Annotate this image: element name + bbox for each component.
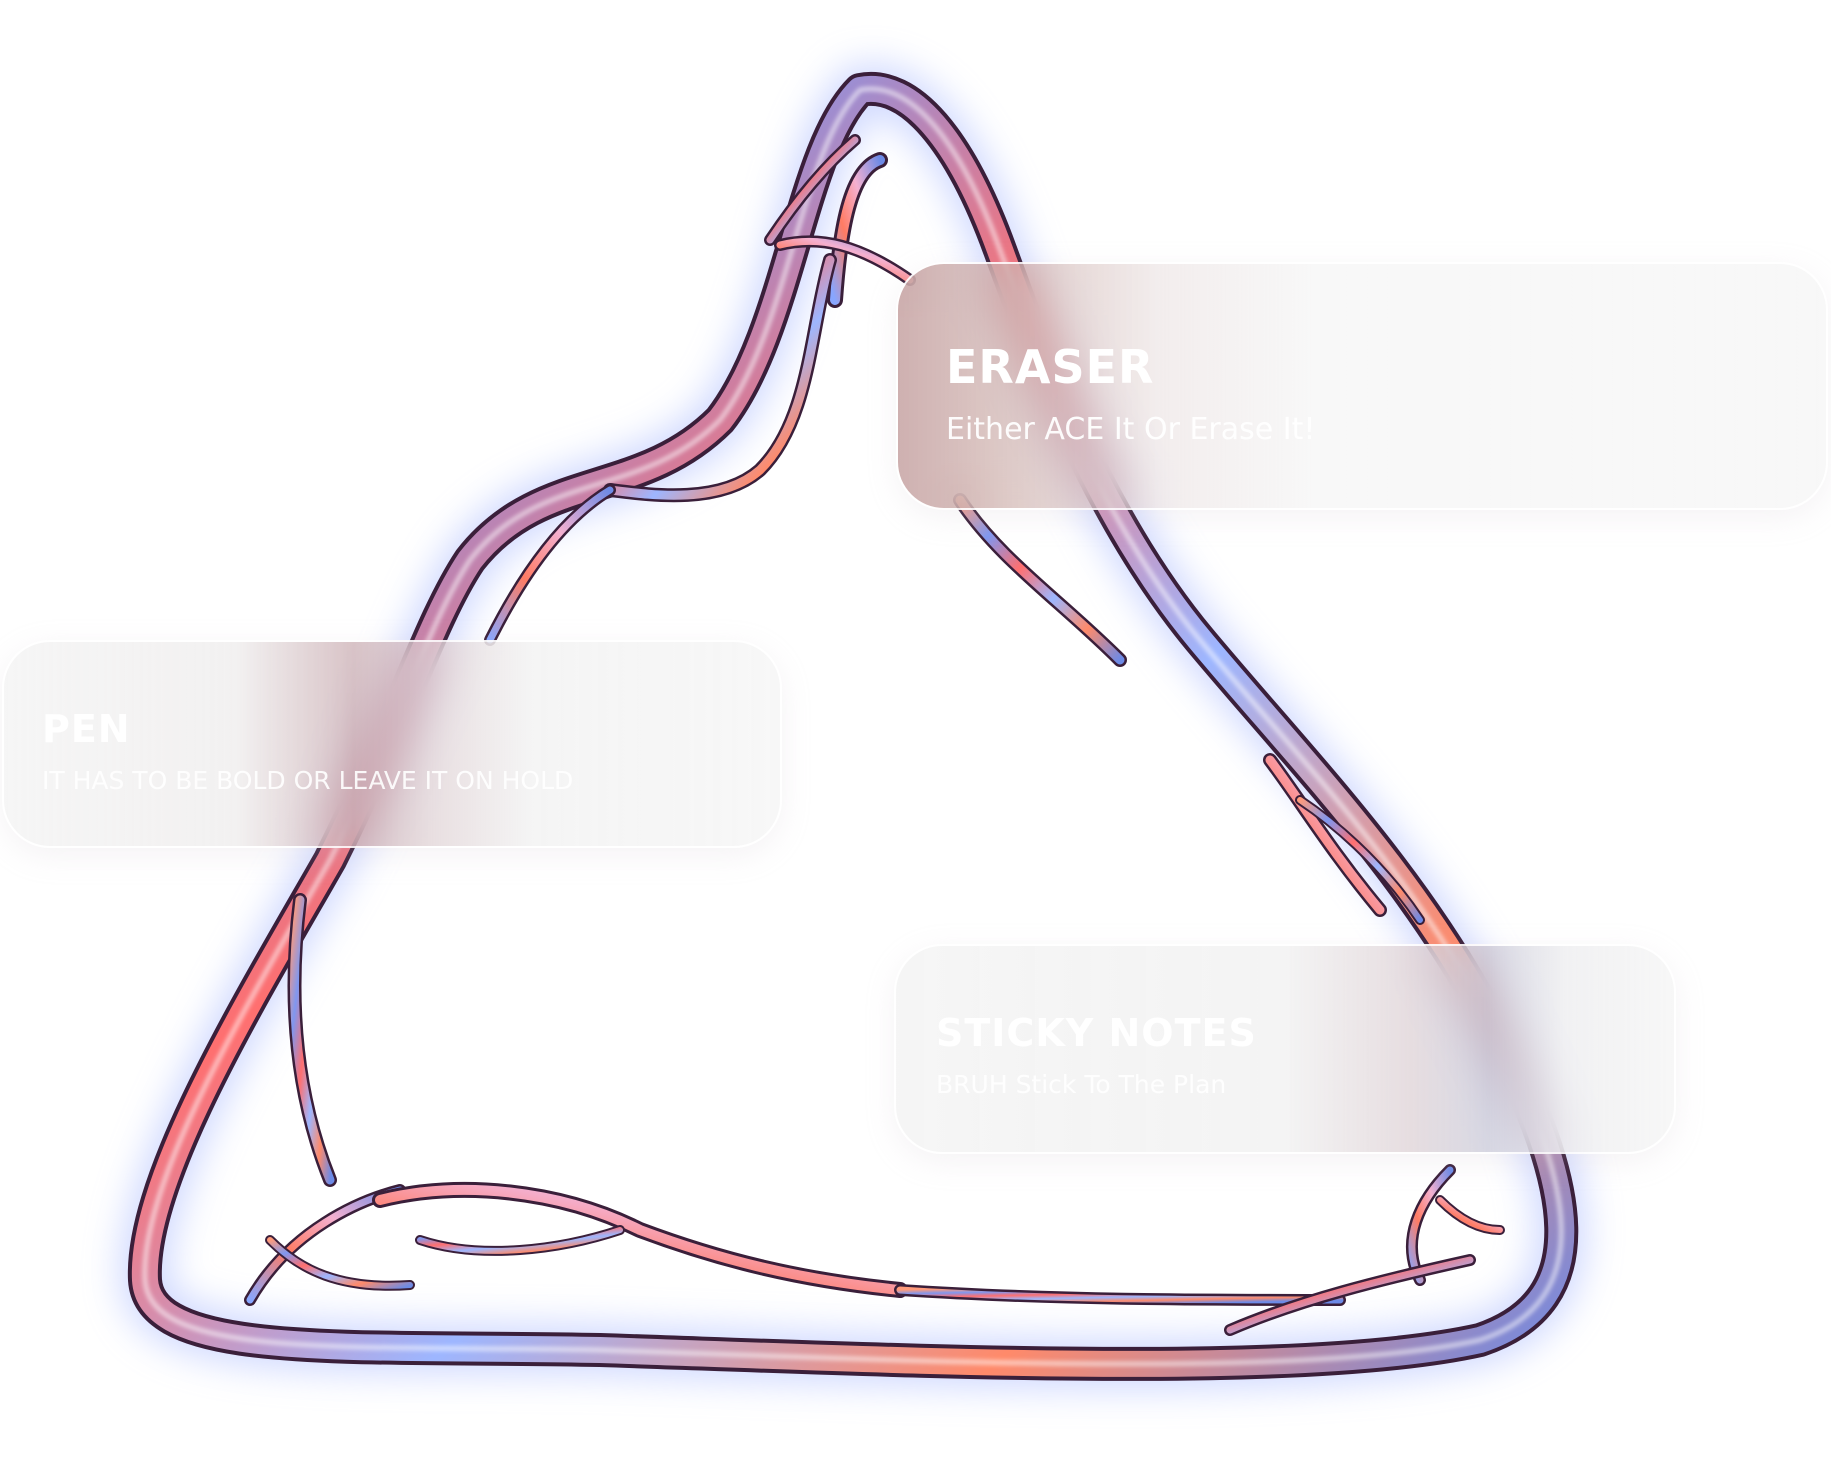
eraser-card-subtitle: Either ACE It Or Erase It!: [946, 412, 1316, 447]
eraser-card-background: [898, 264, 1826, 508]
inner-strands: [244, 134, 1505, 1336]
pen-card-background: [4, 642, 780, 846]
outer-frame: [127, 71, 1579, 1381]
sticky-notes-card-background: [896, 946, 1674, 1152]
pen-card-subtitle: IT HAS TO BE BOLD OR LEAVE IT ON HOLD: [42, 766, 574, 795]
pen-card-content: PEN IT HAS TO BE BOLD OR LEAVE IT ON HOL…: [4, 642, 780, 795]
sticky-notes-card-subtitle: BRUH Stick To The Plan: [936, 1070, 1227, 1099]
pen-card-title: PEN: [42, 707, 131, 751]
eraser-card-content: ERASER Either ACE It Or Erase It!: [898, 264, 1826, 447]
pen-card[interactable]: PEN IT HAS TO BE BOLD OR LEAVE IT ON HOL…: [2, 640, 782, 848]
sticky-notes-card[interactable]: STICKY NOTES BRUH Stick To The Plan: [894, 944, 1676, 1154]
sticky-notes-card-content: STICKY NOTES BRUH Stick To The Plan: [896, 946, 1674, 1099]
eraser-card-title: ERASER: [946, 340, 1155, 394]
sticky-notes-card-title: STICKY NOTES: [936, 1011, 1257, 1055]
eraser-card[interactable]: ERASER Either ACE It Or Erase It!: [896, 262, 1828, 510]
